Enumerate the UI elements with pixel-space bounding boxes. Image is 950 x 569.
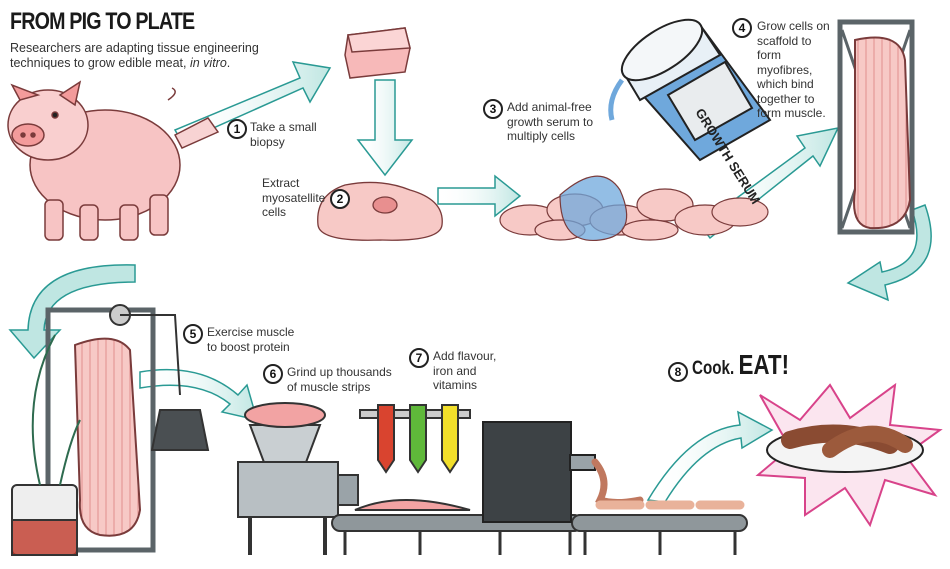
biopsy-chunk [344,27,411,79]
step-number: 6 [263,364,283,384]
step-text: Extract myosatellite cells [262,176,326,219]
step-text: Grind up thousands of muscle strips [287,365,392,394]
arrow-right-serum [437,174,522,218]
step-number: 1 [227,119,247,139]
subtitle: Researchers are adapting tissue engineer… [10,41,280,71]
step-text: Cook. EAT! [692,351,789,379]
page-title: FROM PIG TO PLATE [10,8,195,35]
step-number: 7 [409,348,429,368]
step-text: Exercise muscle to boost protein [207,325,295,354]
step-number: 8 [668,362,688,382]
arrow-down-extract [356,79,414,177]
multiplying-cells [499,175,769,242]
step-number: 2 [330,189,350,209]
plate-with-sausages [755,382,943,528]
exercise-rig [11,304,210,556]
pig-illustration [7,80,220,241]
eat-label: EAT! [738,349,790,380]
step-text: Grow cells on scaffold to form myofibres… [757,19,830,120]
subtitle-end: . [226,56,231,70]
meat-grinder [237,402,359,555]
arrow-curve-right [846,204,932,302]
arrow-to-plate [646,410,774,503]
step-number: 4 [732,18,752,38]
subtitle-italic: in vitro [189,56,227,70]
flavour-tubes [359,404,471,474]
cook-label: Cook. [692,358,735,379]
arrow-curve-left [8,264,136,360]
subtitle-text: Researchers are adapting tissue engineer… [10,41,259,70]
step-text: Add flavour, iron and vitamins [433,349,497,392]
scaffold-frame [837,19,915,235]
step-text: Take a small biopsy [250,120,317,149]
sausage-machine [482,421,745,523]
growth-serum-jar: GROWTH SERUM [608,18,772,207]
step-number: 3 [483,99,503,119]
step-number: 5 [183,324,203,344]
step-text: Add animal-free growth serum to multiply… [507,100,594,143]
